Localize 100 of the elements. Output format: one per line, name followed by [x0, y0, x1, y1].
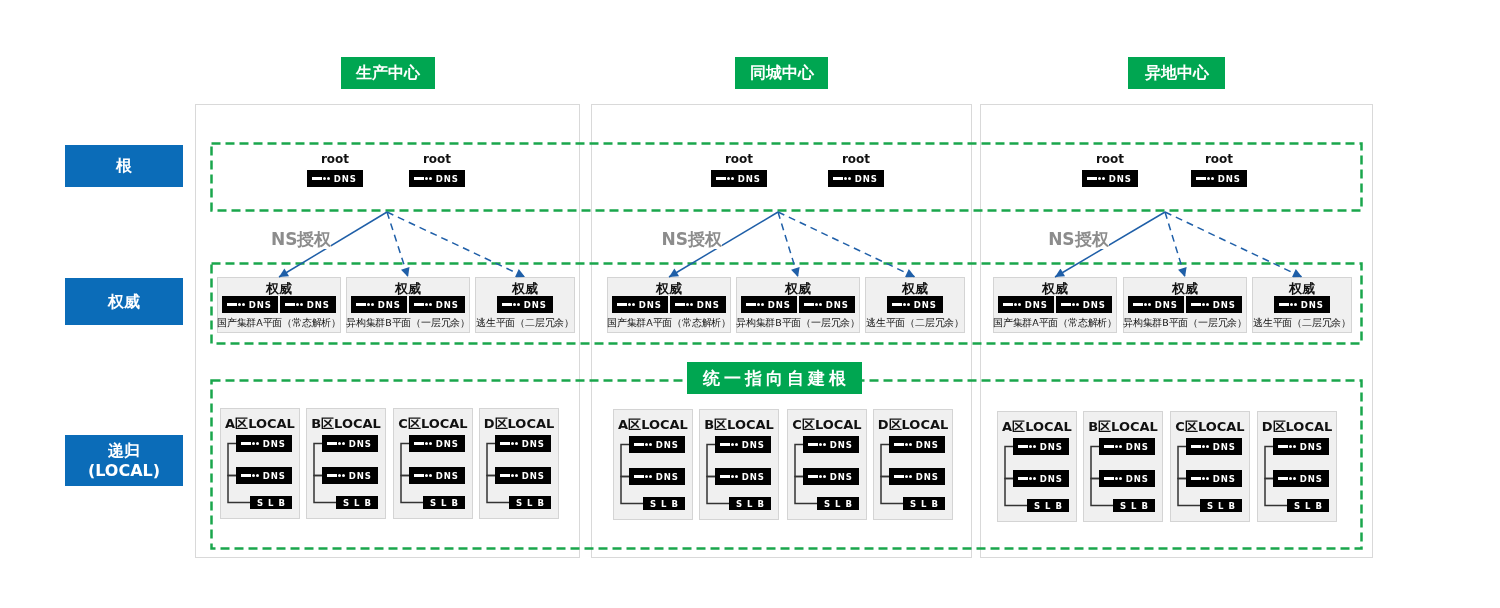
connector-line	[1264, 445, 1274, 480]
edge-label: NS授权	[1048, 228, 1109, 249]
server-unit	[236, 435, 292, 452]
cluster-panel	[1083, 411, 1163, 522]
arrow	[1054, 211, 1166, 278]
cluster-panel	[1170, 411, 1250, 522]
server-label: DNS	[306, 299, 330, 310]
server-unit	[803, 468, 859, 485]
connector-line	[1004, 445, 1014, 480]
server-unit	[322, 435, 378, 452]
panel-caption: 国产集群A平面（常态解析）	[607, 317, 731, 329]
connector-line	[313, 474, 337, 504]
server-label: DNS	[435, 173, 459, 184]
server-unit	[1186, 470, 1242, 487]
panel-title: 权威	[266, 281, 292, 296]
server-label: DNS	[696, 299, 720, 310]
server-label: DNS	[737, 173, 761, 184]
arrow	[668, 211, 779, 278]
server-name: root	[1204, 151, 1234, 167]
cluster-panel	[220, 408, 300, 519]
panel-title: 权威	[395, 281, 421, 296]
server-label: DNS	[915, 471, 939, 482]
server-unit	[409, 467, 465, 484]
cluster-panel	[306, 408, 386, 519]
server-unit	[409, 435, 465, 452]
cluster-panel	[873, 409, 953, 520]
section-heading: 同城中心	[735, 57, 828, 89]
connector-line	[706, 443, 716, 478]
server-unit	[903, 497, 945, 510]
panel-caption: 逃生平面（二层冗余）	[866, 317, 964, 329]
server-label: DNS	[348, 470, 372, 481]
cluster-panel	[613, 409, 693, 520]
server-name: root	[320, 151, 350, 167]
panel-caption: 逃生平面（二层冗余）	[476, 317, 574, 329]
connector-line	[794, 475, 818, 505]
panel-title: C区LOCAL	[1175, 419, 1245, 434]
row-label: 权威	[65, 278, 183, 325]
server-unit	[423, 496, 465, 509]
panel-title: D区LOCAL	[483, 416, 555, 431]
connector-line	[313, 442, 323, 477]
row-label: 根	[65, 145, 183, 187]
server-label: SLB	[343, 497, 376, 508]
server-name: root	[724, 151, 754, 167]
panel-title: A区LOCAL	[618, 417, 688, 432]
server-unit	[250, 496, 292, 509]
server-unit	[1274, 296, 1330, 313]
server-label: DNS	[1039, 473, 1063, 484]
server-name: root	[841, 151, 871, 167]
server-unit	[280, 296, 336, 313]
server-label: DNS	[1217, 173, 1241, 184]
panel-title: B区LOCAL	[311, 416, 381, 431]
panel-title: D区LOCAL	[1261, 419, 1333, 434]
server-label: SLB	[736, 498, 769, 509]
arrow	[777, 211, 916, 278]
server-unit	[236, 467, 292, 484]
server-label: DNS	[333, 173, 357, 184]
server-label: DNS	[262, 470, 286, 481]
panel-title: 权威	[656, 281, 682, 296]
arrow	[1164, 211, 1303, 278]
server-label: DNS	[1082, 299, 1106, 310]
connector-line	[620, 443, 630, 478]
server-label: DNS	[741, 439, 765, 450]
connector-line	[880, 443, 890, 478]
connector-line	[880, 475, 904, 505]
connector-line	[1264, 477, 1288, 507]
server-unit	[1027, 499, 1069, 512]
connector-line	[1004, 477, 1028, 507]
server-unit	[509, 496, 551, 509]
cluster-panel	[699, 409, 779, 520]
panel-title: A区LOCAL	[1002, 419, 1072, 434]
server-label: SLB	[910, 498, 943, 509]
cluster-panel	[607, 277, 731, 333]
server-unit	[497, 296, 553, 313]
server-label: DNS	[523, 299, 547, 310]
server-label: DNS	[1300, 299, 1324, 310]
connector-line	[227, 442, 237, 477]
panel-caption: 异构集群B平面（一层冗余）	[1123, 317, 1247, 329]
connector-line	[1177, 445, 1187, 480]
panel-title: 权威	[785, 281, 811, 296]
server-label: SLB	[1207, 500, 1240, 511]
dashed-band	[210, 262, 1363, 345]
server-unit	[715, 468, 771, 485]
cluster-panel	[475, 277, 575, 333]
server-unit	[1287, 499, 1329, 512]
server-unit	[889, 436, 945, 453]
server-unit	[351, 296, 407, 313]
server-unit	[729, 497, 771, 510]
server-label: DNS	[1212, 299, 1236, 310]
server-unit	[1013, 470, 1069, 487]
server-unit	[336, 496, 378, 509]
panel-title: B区LOCAL	[704, 417, 774, 432]
server-label: DNS	[1108, 173, 1132, 184]
server-unit	[715, 436, 771, 453]
server-label: DNS	[825, 299, 849, 310]
server-label: DNS	[829, 471, 853, 482]
cluster-panel	[865, 277, 965, 333]
server-unit	[741, 296, 797, 313]
server-label: DNS	[655, 471, 679, 482]
connector-line	[486, 474, 510, 504]
server-unit	[817, 497, 859, 510]
